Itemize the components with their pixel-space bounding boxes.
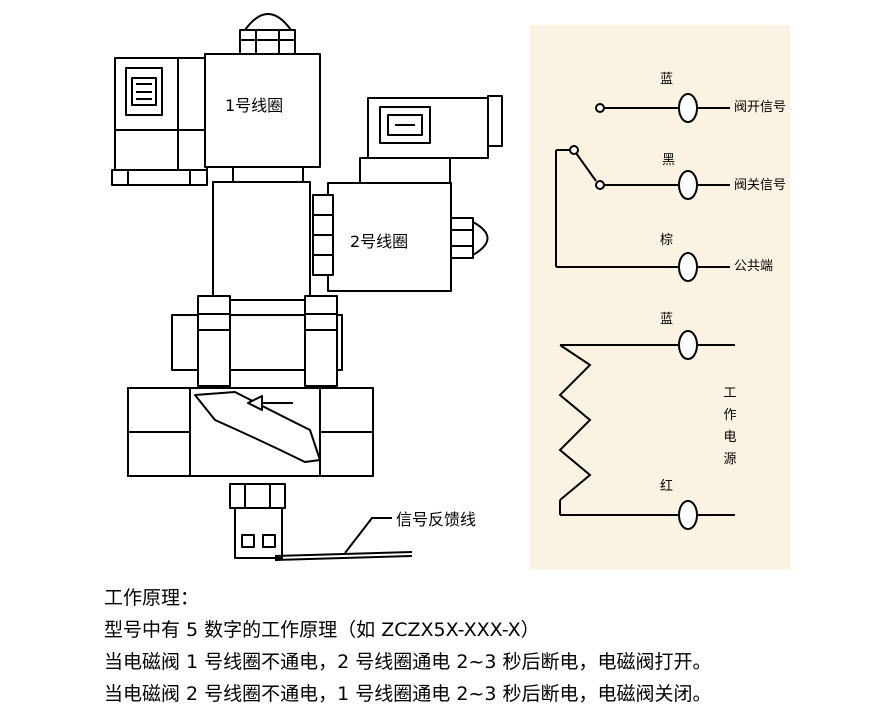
feedback-wire [274,551,413,557]
coil1-top-cap [244,13,292,31]
wire-brown-label: 棕 [660,233,674,248]
power-zigzag [558,344,592,501]
terminal-open [595,103,605,113]
feedback-wire-label: 信号反馈线 [396,510,477,529]
principle-title: 工作原理： [104,587,200,609]
terminal-blue-bottom [678,330,698,360]
wire-red-label: 红 [660,479,674,494]
wiring-panel [530,25,790,570]
terminal-red [678,500,698,530]
valve-drawing [111,13,503,561]
principle-line-2: 当电磁阀 1 号线圈不通电，2 号线圈通电 2~3 秒后断电，电磁阀打开。 [104,651,712,673]
wire-blue-top-label: 蓝 [660,72,674,87]
coil1-top-nut [239,29,296,55]
terminal-brown [678,252,698,282]
valve-stem [212,181,311,301]
coil1-label: 1号线圈 [225,96,284,115]
wire-black-label: 黑 [662,153,676,168]
principle-line-3: 当电磁阀 2 号线圈不通电，1 号线圈通电 2~3 秒后断电，电磁阀关闭。 [104,683,712,705]
principle-line-1: 型号中有 5 数字的工作原理（如 ZCZX5X-XXX-X） [104,619,540,641]
switch-pivot [569,145,579,155]
power-label: 工作电源 [723,386,737,467]
coil2-label: 2号线圈 [350,232,409,251]
common-label: 公共端 [734,259,774,274]
working-principle: 工作原理： 型号中有 5 数字的工作原理（如 ZCZX5X-XXX-X） 当电磁… [104,582,711,710]
coil2-end-cap [472,221,489,256]
terminal-close [595,180,605,190]
feedback-sensor-nut [229,483,286,509]
terminal-black [678,170,698,200]
close-signal-label: 阀关信号 [734,178,787,193]
flow-arrow-icon [247,395,263,411]
wiring-diagram [555,93,735,530]
open-signal-label: 阀开信号 [734,100,787,115]
wire-blue-bottom-label: 蓝 [660,312,674,327]
terminal-blue-top [678,93,698,123]
coil2-body [327,182,452,292]
feedback-sensor [234,507,283,559]
coil1-body [204,53,321,168]
